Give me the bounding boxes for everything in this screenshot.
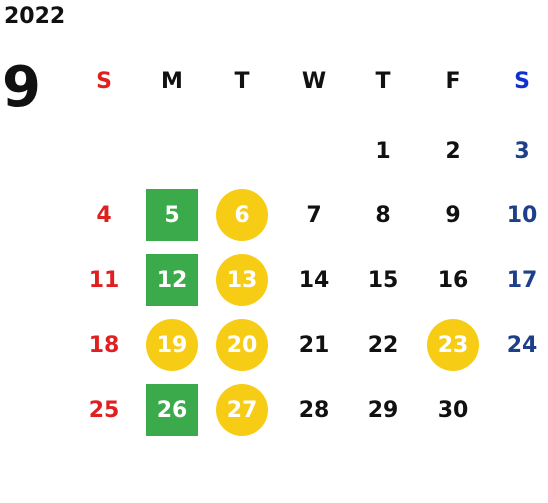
calendar-day[interactable]: 9 [445, 202, 461, 228]
calendar-day[interactable]: 28 [298, 397, 330, 423]
calendar-day[interactable]: 22 [367, 332, 399, 358]
calendar-day[interactable]: 16 [437, 267, 469, 293]
weekday-header: S [514, 68, 530, 94]
calendar-day[interactable]: 30 [437, 397, 469, 423]
marked-day-yellow[interactable]: 6 [216, 189, 268, 241]
calendar-day[interactable]: 3 [514, 138, 530, 164]
calendar-day[interactable]: 7 [306, 202, 322, 228]
marked-day-yellow[interactable]: 20 [216, 319, 268, 371]
calendar-day[interactable]: 21 [298, 332, 330, 358]
calendar-day[interactable]: 25 [88, 397, 120, 423]
weekday-header: F [445, 68, 461, 94]
calendar-day[interactable]: 11 [88, 267, 120, 293]
calendar-year: 2022 [4, 4, 66, 29]
calendar-day[interactable]: 8 [375, 202, 391, 228]
marked-day-yellow[interactable]: 27 [216, 384, 268, 436]
marked-day-green[interactable]: 5 [146, 189, 198, 241]
calendar-day[interactable]: 14 [298, 267, 330, 293]
calendar-day[interactable]: 29 [367, 397, 399, 423]
weekday-header: S [96, 68, 112, 94]
calendar-day[interactable]: 10 [506, 202, 538, 228]
calendar-day[interactable]: 17 [506, 267, 538, 293]
weekday-header: M [161, 68, 183, 94]
calendar-day[interactable]: 2 [445, 138, 461, 164]
calendar-month: 9 [2, 55, 41, 120]
weekday-header: T [375, 68, 391, 94]
marked-day-green[interactable]: 26 [146, 384, 198, 436]
weekday-header: T [234, 68, 250, 94]
calendar-day[interactable]: 24 [506, 332, 538, 358]
calendar-day[interactable]: 18 [88, 332, 120, 358]
marked-day-yellow[interactable]: 23 [427, 319, 479, 371]
calendar-day[interactable]: 1 [375, 138, 391, 164]
marked-day-yellow[interactable]: 13 [216, 254, 268, 306]
marked-day-yellow[interactable]: 19 [146, 319, 198, 371]
calendar-day[interactable]: 15 [367, 267, 399, 293]
calendar-day[interactable]: 4 [96, 202, 112, 228]
weekday-header: W [301, 68, 327, 94]
marked-day-green[interactable]: 12 [146, 254, 198, 306]
